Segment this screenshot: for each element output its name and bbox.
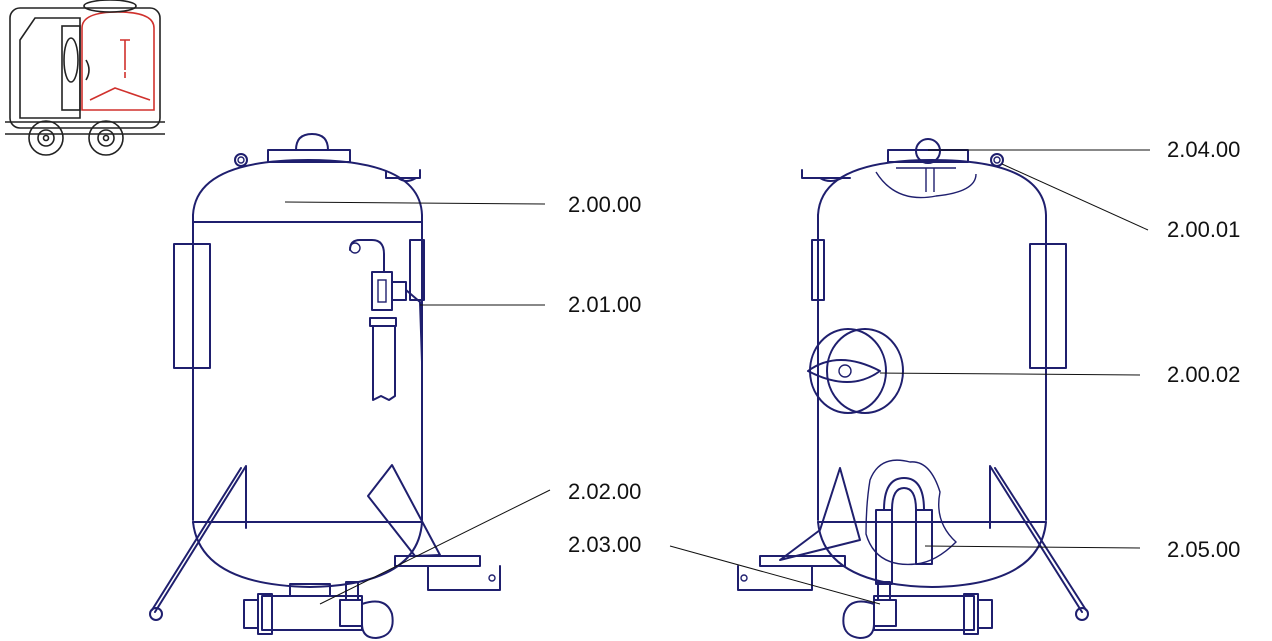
leader-lines [284, 149, 1150, 605]
leader-2-03-00 [669, 545, 881, 605]
label-2-00-00: 2.00.00 [568, 192, 642, 217]
label-2-02-00: 2.02.00 [568, 479, 642, 504]
leader-2-05-00 [924, 545, 1141, 549]
thumbnail-overview [5, 0, 165, 156]
label-2-03-00: 2.03.00 [568, 532, 642, 557]
leader-2-00-01 [1001, 163, 1149, 231]
leader-2-00-00 [284, 201, 546, 205]
label-2-00-02: 2.00.02 [1167, 362, 1241, 387]
label-2-01-00: 2.01.00 [568, 292, 642, 317]
label-2-05-00: 2.05.00 [1167, 537, 1241, 562]
right-vessel-drawing [737, 138, 1089, 639]
label-2-04-00: 2.04.00 [1167, 137, 1241, 162]
leader-2-02-00 [319, 489, 551, 605]
label-2-00-01: 2.00.01 [1167, 217, 1241, 242]
leader-2-00-02 [879, 372, 1141, 376]
left-vessel-drawing [149, 133, 501, 639]
